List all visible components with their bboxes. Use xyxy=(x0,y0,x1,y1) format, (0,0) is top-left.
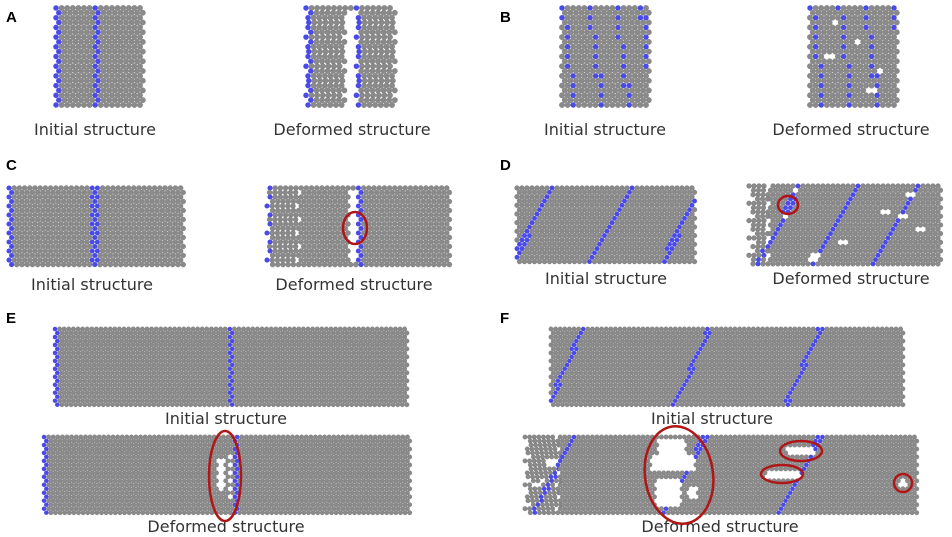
caption-b-deformed: Deformed structure xyxy=(772,120,929,139)
caption-c-initial: Initial structure xyxy=(31,275,153,294)
lattice-c-deformed xyxy=(264,185,453,268)
lattice-e-initial xyxy=(52,326,410,408)
defect-marker-f-small xyxy=(892,472,914,494)
lattice-f-initial xyxy=(548,326,906,408)
lattice-layer xyxy=(6,5,944,516)
lattice-e-deformed xyxy=(41,434,413,516)
defect-marker-e xyxy=(207,429,243,523)
defect-marker-c xyxy=(341,210,369,246)
caption-f-initial: Initial structure xyxy=(651,409,773,428)
lattice-d-deformed xyxy=(746,183,944,267)
caption-c-deformed: Deformed structure xyxy=(275,275,432,294)
panel-label-b: B xyxy=(500,9,511,26)
caption-f-deformed: Deformed structure xyxy=(641,517,798,536)
lattice-d-initial xyxy=(514,185,698,265)
lattice-f-deformed xyxy=(522,434,920,516)
defect-marker-f-lower xyxy=(759,463,805,485)
lattice-b-initial xyxy=(559,5,652,108)
caption-b-initial: Initial structure xyxy=(544,120,666,139)
panel-label-f: F xyxy=(500,310,509,327)
defect-marker-f-large xyxy=(643,424,715,526)
panel-label-e: E xyxy=(6,310,16,327)
lattice-a-deformed xyxy=(303,5,398,108)
caption-d-initial: Initial structure xyxy=(545,269,667,288)
caption-a-deformed: Deformed structure xyxy=(273,120,430,139)
defect-marker-d xyxy=(776,194,800,216)
lattice-c-initial xyxy=(6,185,186,268)
lattice-a-initial xyxy=(53,5,146,108)
defect-marker-f-upper xyxy=(778,439,824,463)
caption-e-deformed: Deformed structure xyxy=(147,517,304,536)
panel-label-d: D xyxy=(500,157,511,174)
panel-label-c: C xyxy=(6,157,17,174)
panel-label-a: A xyxy=(6,9,17,26)
lattice-b-deformed xyxy=(807,5,900,108)
caption-e-initial: Initial structure xyxy=(165,409,287,428)
caption-d-deformed: Deformed structure xyxy=(772,269,929,288)
caption-a-initial: Initial structure xyxy=(34,120,156,139)
